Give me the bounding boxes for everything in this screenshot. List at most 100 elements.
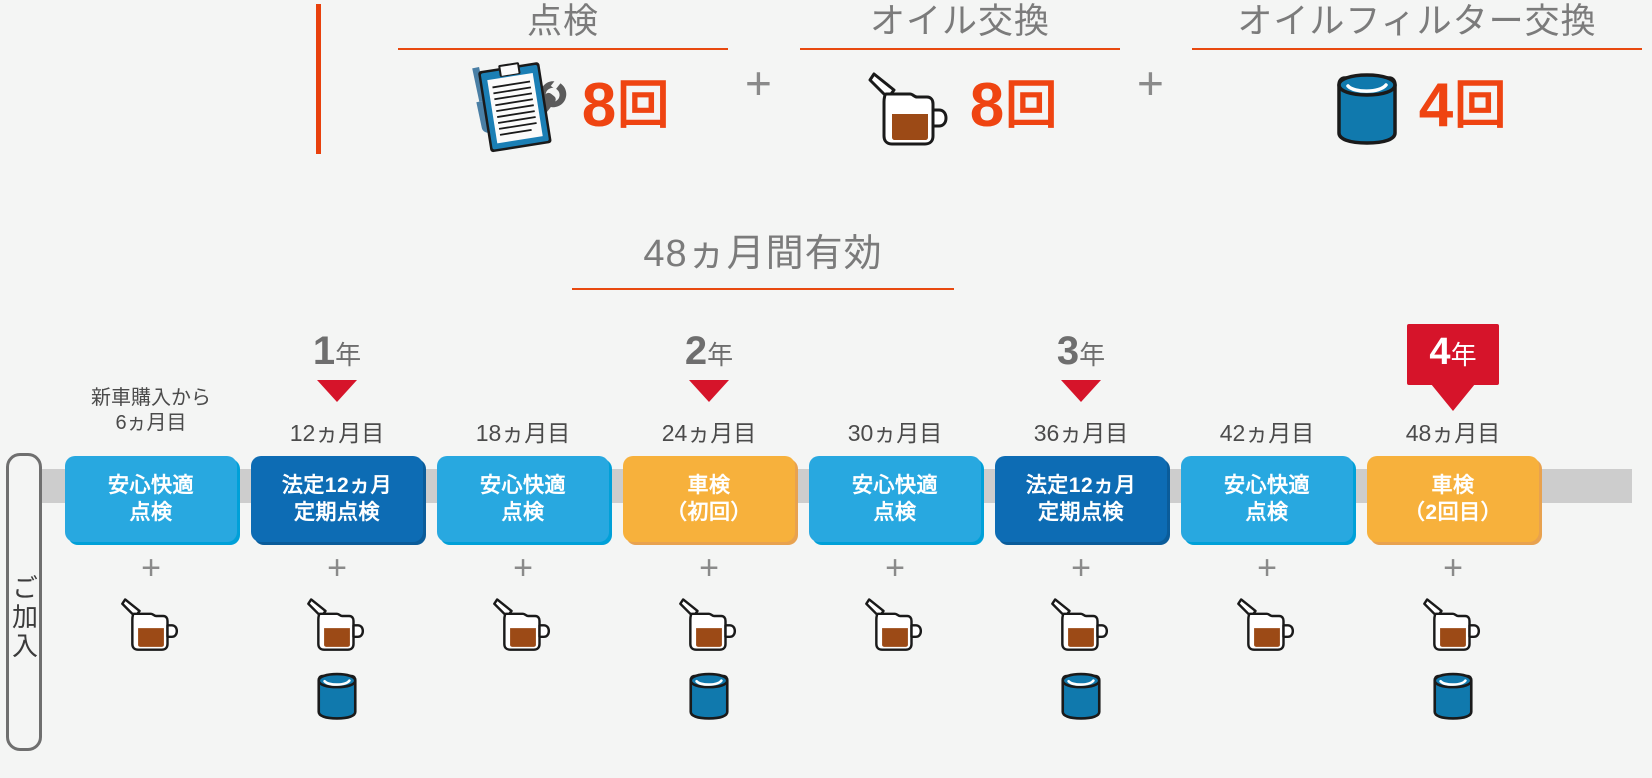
summary-rule-oil-change <box>800 48 1120 50</box>
card-plus-separator: + <box>141 549 161 587</box>
service-icon-stack <box>430 588 616 659</box>
service-card-line1: 安心快適 <box>108 474 194 497</box>
pre-purchase-label-line2: 6ヵ月目 <box>115 412 187 434</box>
service-card[interactable]: 車検 （2回目） <box>1367 456 1539 542</box>
service-card-line2: 点検 <box>501 501 545 524</box>
service-card[interactable]: 安心快適 点検 <box>809 456 981 542</box>
service-card[interactable]: 安心快適 点検 <box>1181 456 1353 542</box>
column-head: 2年 <box>616 318 802 418</box>
validity-banner-rule <box>572 288 954 290</box>
oil-filter-icon <box>1329 58 1405 155</box>
oil-can-icon <box>304 588 370 659</box>
month-label: 42ヵ月目 <box>1219 420 1315 446</box>
card-plus-separator: + <box>1443 549 1463 587</box>
timeline-column-7: 42ヵ月目 安心快適 点検 + <box>1174 318 1360 659</box>
oil-can-icon <box>118 588 184 659</box>
summary-group-inspection: 点検 <box>398 0 728 152</box>
service-card[interactable]: 法定12ヵ月 定期点検 <box>251 456 423 542</box>
service-card-line1: 法定12ヵ月 <box>1025 474 1137 497</box>
month-label: 36ヵ月目 <box>1033 420 1129 446</box>
column-head: 4年 <box>1360 318 1546 418</box>
oil-can-icon <box>1234 588 1300 659</box>
service-card-line1: 車検 <box>687 474 731 497</box>
card-plus-separator: + <box>1257 549 1277 587</box>
service-card-line1: 車検 <box>1431 474 1475 497</box>
column-head: 1年 <box>244 318 430 418</box>
oil-can-icon <box>1048 588 1114 659</box>
year-suffix: 年 <box>1079 340 1106 370</box>
service-card-line2: （初回） <box>666 501 752 524</box>
maintenance-timeline: ご加入 新車購入から 6ヵ月目 安心快適 点検 + <box>0 318 1652 778</box>
service-icon-stack <box>616 588 802 728</box>
service-card-line1: 安心快適 <box>1224 474 1310 497</box>
oil-filter-icon <box>312 663 362 728</box>
card-plus-separator: + <box>885 549 905 587</box>
year-badge-highlight: 4年 <box>1407 324 1499 385</box>
oil-filter-icon <box>1056 663 1106 728</box>
timeline-column-1: 新車購入から 6ヵ月目 安心快適 点検 + <box>58 318 244 659</box>
timeline-column-5: 30ヵ月目 安心快適 点検 + <box>802 318 988 659</box>
service-card-line2: 定期点検 <box>1038 501 1124 524</box>
enrollment-label: ご加入 <box>8 574 39 661</box>
card-plus-separator: + <box>1071 549 1091 587</box>
summary-section: 点検 <box>0 0 1652 175</box>
service-card[interactable]: 安心快適 点検 <box>437 456 609 542</box>
month-label: 18ヵ月目 <box>475 420 571 446</box>
timeline-column-3: 18ヵ月目 安心快適 点検 + <box>430 318 616 659</box>
year-value: 2 <box>684 329 708 373</box>
month-label: 30ヵ月目 <box>847 420 943 446</box>
clipboard-wrench-icon <box>458 54 568 159</box>
oil-can-icon <box>862 588 928 659</box>
summary-separator-2: + <box>1137 57 1164 109</box>
year-suffix: 年 <box>707 340 734 370</box>
service-card[interactable]: 法定12ヵ月 定期点検 <box>995 456 1167 542</box>
summary-count-value-oil-filter: 4 <box>1418 71 1453 140</box>
year-pointer-icon <box>1061 380 1101 402</box>
month-label: 48ヵ月目 <box>1405 420 1501 446</box>
summary-title-inspection: 点検 <box>526 2 599 41</box>
card-plus-separator: + <box>699 549 719 587</box>
column-head <box>802 318 988 418</box>
service-card[interactable]: 車検 （初回） <box>623 456 795 542</box>
pre-purchase-label-line1: 新車購入から <box>91 387 211 409</box>
summary-separator-1: + <box>745 57 772 109</box>
column-head <box>430 318 616 418</box>
summary-rule-oil-filter <box>1192 48 1642 50</box>
year-value: 1 <box>312 329 336 373</box>
service-card-line1: 安心快適 <box>852 474 938 497</box>
timeline-column-8: 4年 48ヵ月目 車検 （2回目） + <box>1360 318 1546 728</box>
pre-purchase-label: 新車購入から 6ヵ月目 <box>58 386 244 436</box>
oil-filter-icon <box>684 663 734 728</box>
year-suffix: 年 <box>335 340 362 370</box>
summary-count-unit-oil-change: 回 <box>1005 77 1057 135</box>
year-label: 1年 <box>244 318 430 378</box>
timeline-column-6: 3年 36ヵ月目 法定12ヵ月 定期点検 + <box>988 318 1174 728</box>
oil-can-icon <box>864 58 956 155</box>
service-icon-stack <box>988 588 1174 728</box>
service-icon-stack <box>1174 588 1360 659</box>
service-icon-stack <box>244 588 430 728</box>
oil-can-icon <box>490 588 556 659</box>
service-card-line2: 点検 <box>129 501 173 524</box>
oil-filter-icon <box>1428 663 1478 728</box>
validity-banner-text: 48ヵ月間有効 <box>643 233 883 275</box>
year-label: 3年 <box>988 318 1174 378</box>
oil-can-icon <box>1420 588 1486 659</box>
service-card-line2: （2回目） <box>1403 501 1503 524</box>
year-pointer-icon <box>317 380 357 402</box>
year-value: 3 <box>1056 329 1080 373</box>
vertical-accent-bar <box>316 4 321 154</box>
card-plus-separator: + <box>513 549 533 587</box>
service-card-line2: 定期点検 <box>294 501 380 524</box>
service-icon-stack <box>58 588 244 659</box>
service-card-line2: 点検 <box>1245 501 1289 524</box>
year-pointer-icon <box>689 380 729 402</box>
service-card[interactable]: 安心快適 点検 <box>65 456 237 542</box>
oil-can-icon <box>676 588 742 659</box>
service-icon-stack <box>802 588 988 659</box>
